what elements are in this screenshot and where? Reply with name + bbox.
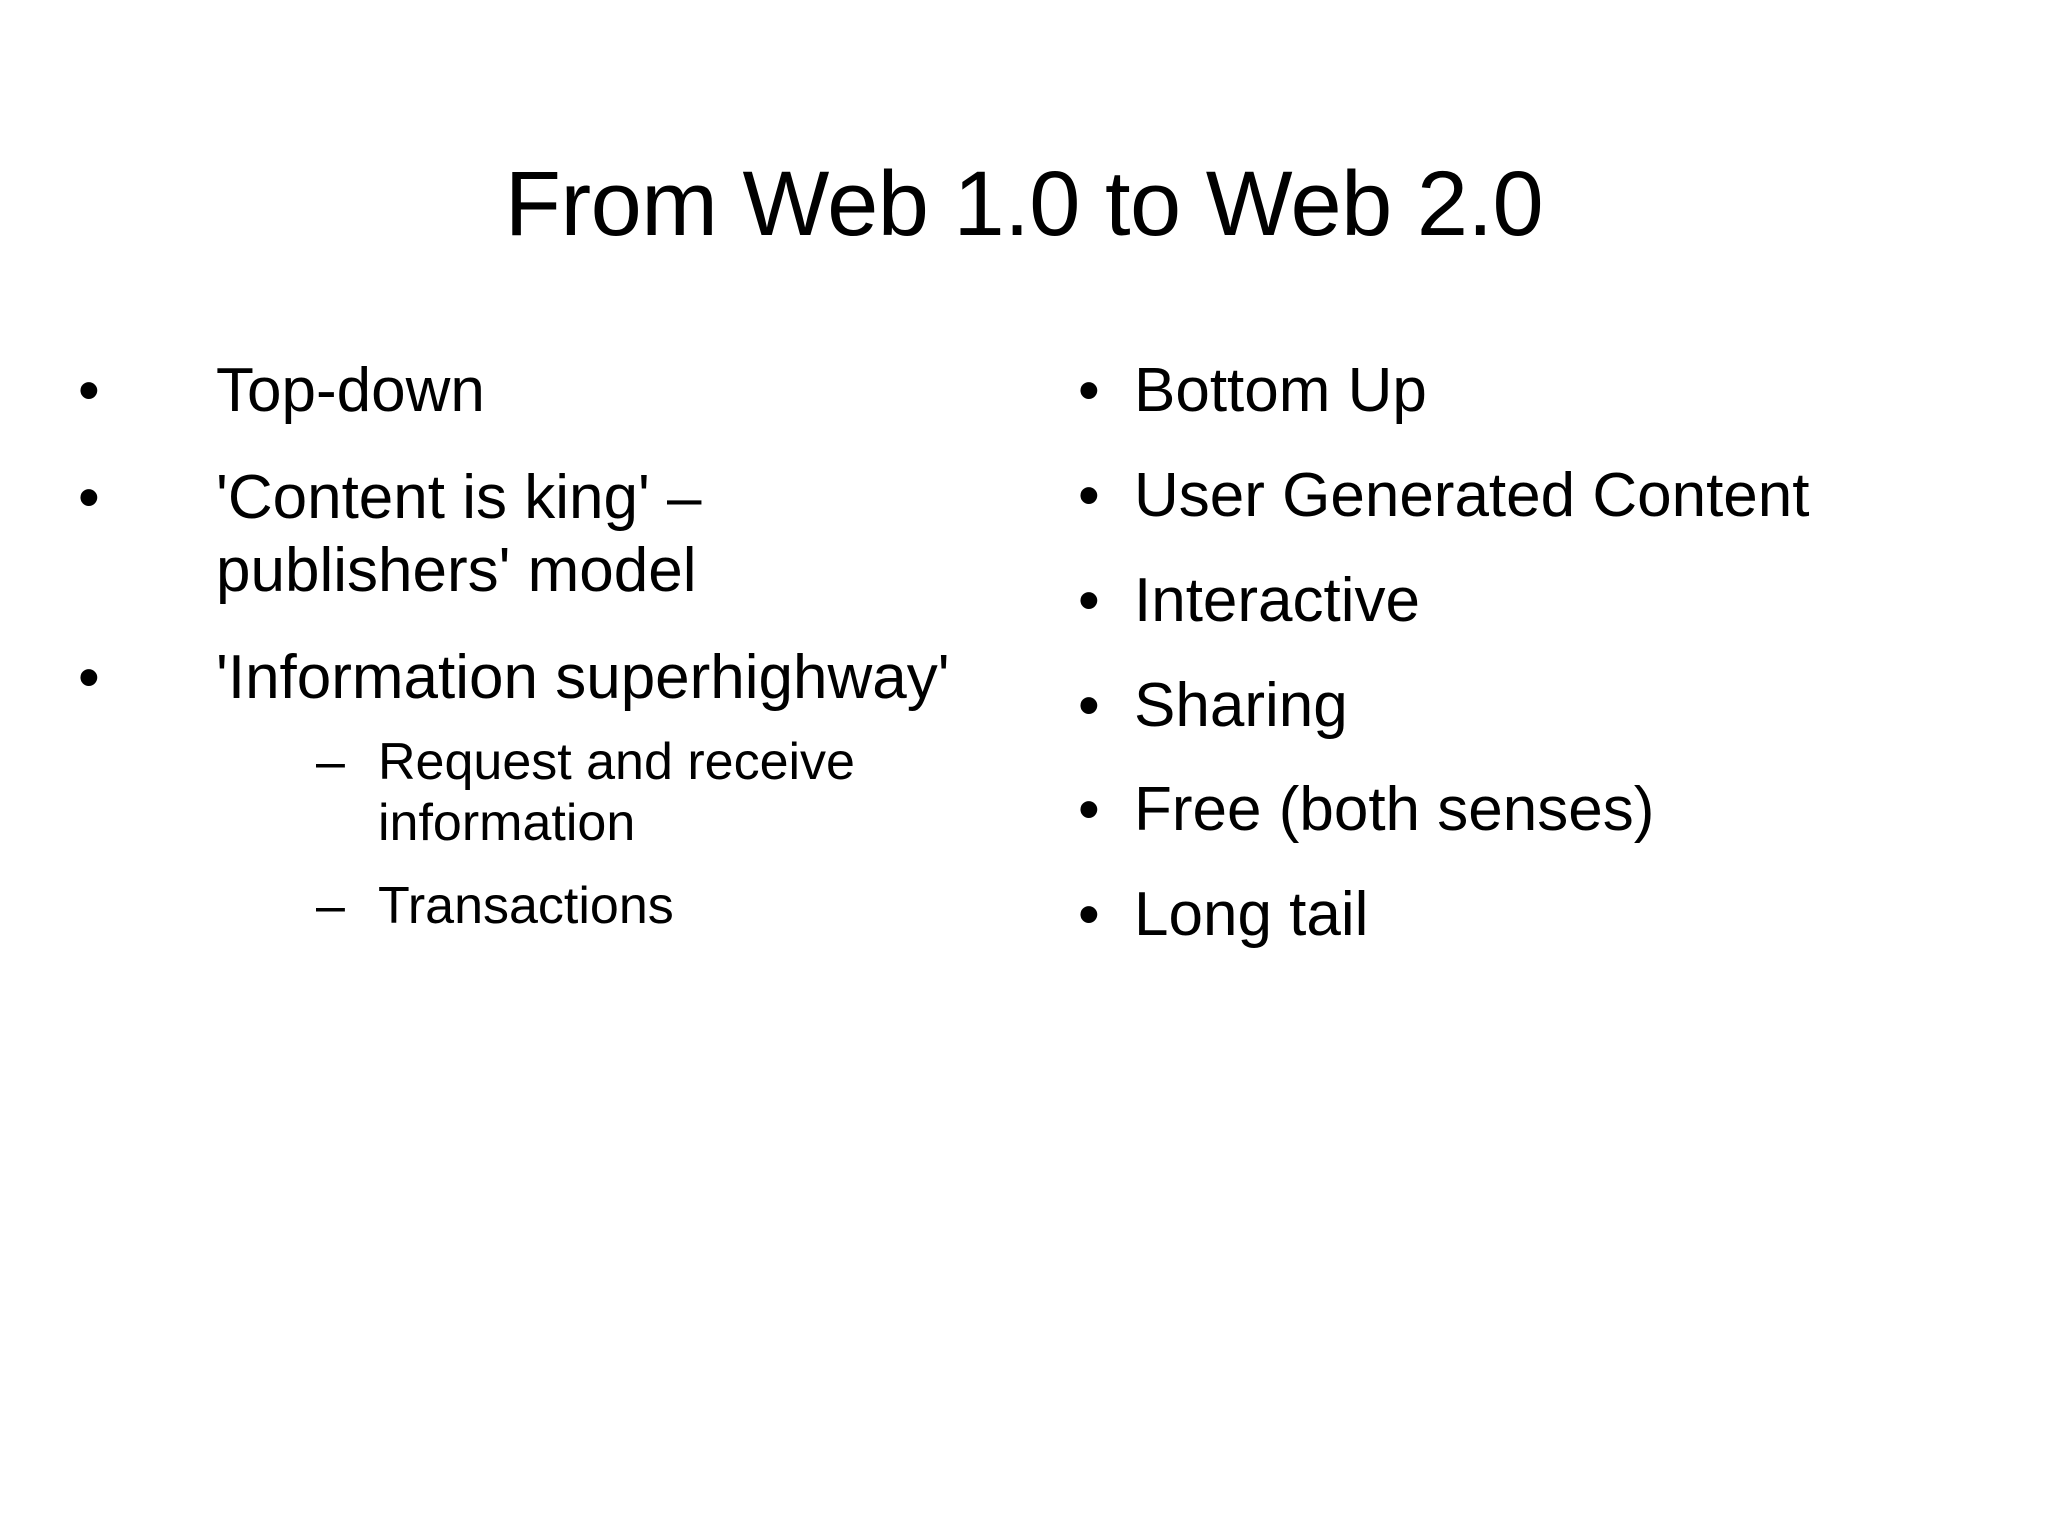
- sub-list-item: – Transactions: [316, 876, 978, 937]
- bullet-label: Interactive: [1134, 565, 1421, 635]
- bullet-dot-icon: •: [1078, 880, 1100, 950]
- bullet-label: Long tail: [1134, 880, 1369, 950]
- list-item: • Long tail: [1078, 879, 1978, 952]
- bullet-label: 'Content is king' – publishers' model: [216, 462, 702, 605]
- list-item: • Interactive: [1078, 565, 1978, 638]
- left-content-column: • Top-down • 'Content is king' – publish…: [78, 355, 978, 971]
- bullet-dot-icon: •: [1078, 460, 1100, 530]
- bullet-label: Sharing: [1134, 670, 1348, 740]
- sub-list-item: – Request and receive information: [316, 732, 978, 854]
- bullet-dash-icon: –: [316, 733, 345, 792]
- bullet-dot-icon: •: [1078, 356, 1100, 425]
- list-item: • Top-down: [78, 355, 978, 428]
- right-bullet-list: • Bottom Up • User Generated Content • I…: [1078, 355, 1978, 952]
- list-item: • 'Information superhighway' – Request a…: [78, 642, 978, 937]
- page-title: From Web 1.0 to Web 2.0: [504, 152, 1544, 255]
- list-item: • User Generated Content: [1078, 460, 1978, 533]
- bullet-dash-icon: –: [316, 877, 345, 936]
- sub-bullet-label: Transactions: [378, 877, 674, 936]
- bullet-dot-icon: •: [1078, 565, 1100, 635]
- bullet-dot-icon: •: [78, 356, 100, 425]
- bullet-label: Bottom Up: [1134, 356, 1427, 425]
- bullet-dot-icon: •: [78, 462, 100, 532]
- list-item: • 'Content is king' – publishers' model: [78, 462, 978, 608]
- bullet-dot-icon: •: [1078, 775, 1100, 845]
- bullet-dot-icon: •: [1078, 670, 1100, 740]
- left-bullet-list: • Top-down • 'Content is king' – publish…: [78, 355, 978, 937]
- bullet-label: 'Information superhighway': [216, 642, 950, 712]
- bullet-label: Free (both senses): [1134, 775, 1655, 845]
- bullet-dot-icon: •: [78, 642, 100, 712]
- bullet-label: User Generated Content: [1134, 460, 1810, 530]
- left-sub-bullet-list: – Request and receive information – Tran…: [316, 732, 978, 936]
- right-content-column: • Bottom Up • User Generated Content • I…: [1078, 355, 1978, 984]
- bullet-label: Top-down: [216, 356, 485, 425]
- list-item: • Sharing: [1078, 670, 1978, 743]
- list-item: • Bottom Up: [1078, 355, 1978, 428]
- list-item: • Free (both senses): [1078, 774, 1978, 847]
- sub-bullet-label: Request and receive information: [378, 733, 855, 853]
